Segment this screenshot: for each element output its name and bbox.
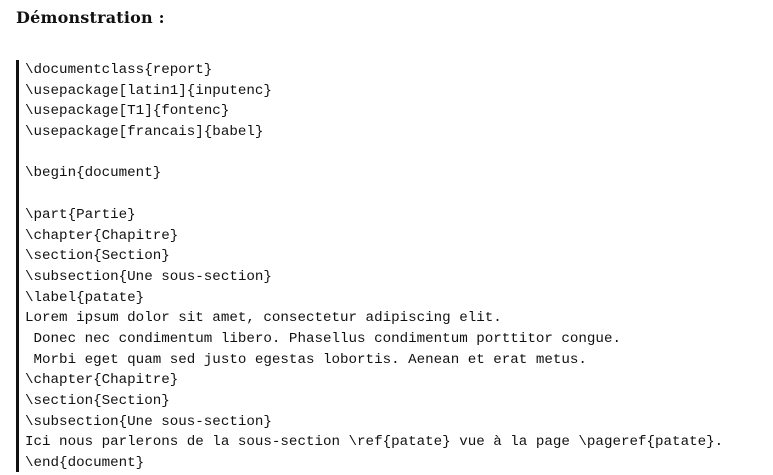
code-line: \subsection{Une sous-section} xyxy=(25,413,272,430)
code-line: \subsection{Une sous-section} xyxy=(25,268,272,285)
code-line: \label{patate} xyxy=(25,289,145,306)
code-line: Donec nec condimentum libero. Phasellus … xyxy=(25,330,621,347)
section-heading: Démonstration : xyxy=(16,8,165,27)
code-line: Ici nous parlerons de la sous-section \r… xyxy=(25,434,724,451)
code-line: Lorem ipsum dolor sit amet, consectetur … xyxy=(25,310,502,327)
code-line: \usepackage[francais]{babel} xyxy=(25,124,264,141)
code-line: \section{Section} xyxy=(25,248,170,265)
code-line: \part{Partie} xyxy=(25,206,136,223)
code-line: \end{document} xyxy=(25,455,145,472)
code-line-blank xyxy=(25,184,766,205)
code-line-blank xyxy=(25,143,766,164)
code-line: \usepackage[T1]{fontenc} xyxy=(25,103,230,120)
code-line: \section{Section} xyxy=(25,393,170,409)
code-listing: \documentclass{report} \usepackage[latin… xyxy=(16,60,766,472)
code-line: \chapter{Chapitre} xyxy=(25,227,179,244)
code-line: \documentclass{report} xyxy=(25,62,213,78)
code-line: \usepackage[latin1]{inputenc} xyxy=(25,82,272,99)
code-line: \begin{document} xyxy=(25,165,162,182)
code-line: \chapter{Chapitre} xyxy=(25,372,179,389)
code-line: Morbi eget quam sed justo egestas lobort… xyxy=(25,351,587,368)
